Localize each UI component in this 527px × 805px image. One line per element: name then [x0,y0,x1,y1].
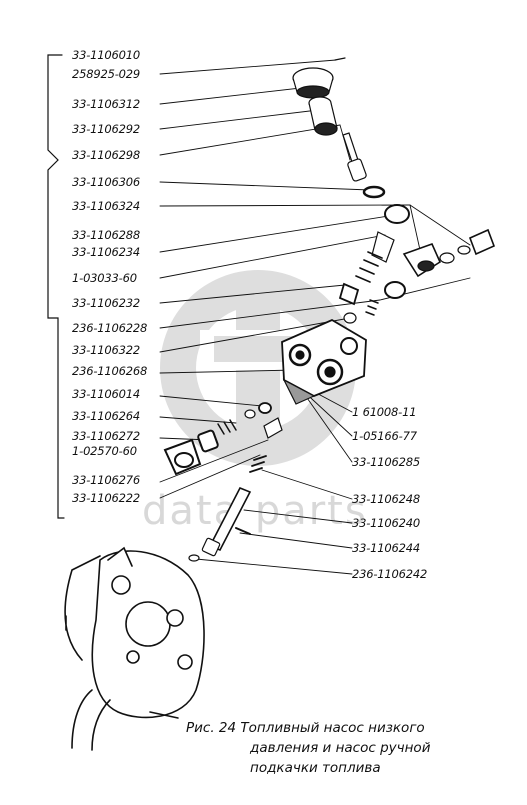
part-label-left: 33-1106222 [72,491,140,505]
part-label-left: 33-1106288 [72,228,140,242]
part-label-left: 33-1106264 [72,409,140,423]
part-label-left: 33-1106306 [72,175,140,189]
part-label-right: 1 61008-11 [352,405,417,419]
part-label-left: 1-02570-60 [72,444,137,458]
part-label-right: 236-1106242 [352,567,428,581]
part-label-right: 1-05166-77 [352,429,417,443]
part-label-left: 258925-029 [72,67,140,81]
part-label-left: 33-1106232 [72,296,140,310]
part-label-right: 33-1106244 [352,541,420,555]
part-label-left: 33-1106272 [72,429,140,443]
part-label-left: 33-1106276 [72,473,140,487]
caption-line-1: Рис. 24 Топливный насос низкого [186,720,425,736]
part-label-left: 33-1106322 [72,343,140,357]
part-label-left: 33-1106312 [72,97,140,111]
part-label-left: 33-1106292 [72,122,140,136]
part-label-left: 33-1106014 [72,387,140,401]
part-label-left: 33-1106234 [72,245,140,259]
part-label-left: 33-1106324 [72,199,140,213]
part-label-right: 33-1106285 [352,455,420,469]
part-label-right: 33-1106240 [352,516,420,530]
part-label-left: 33-1106010 [72,48,140,62]
part-label-left: 236-1106268 [72,364,148,378]
caption-line-3: подкачки топлива [250,760,381,776]
part-label-left: 1-03033-60 [72,271,137,285]
caption-line-2: давления и насос ручной [250,740,431,756]
part-label-left: 236-1106228 [72,321,148,335]
part-label-left: 33-1106298 [72,148,140,162]
part-label-right: 33-1106248 [352,492,420,506]
